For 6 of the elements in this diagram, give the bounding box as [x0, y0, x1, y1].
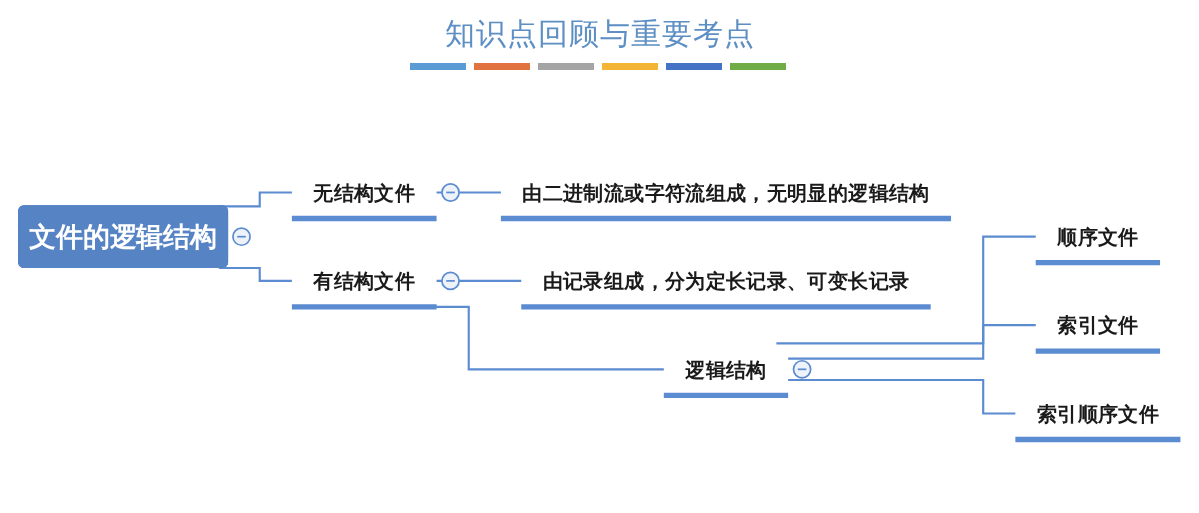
- connector: [776, 235, 1037, 345]
- connector: [788, 378, 1017, 415]
- connector: [788, 324, 1037, 360]
- connector: [436, 279, 523, 282]
- connector: [218, 266, 293, 282]
- title: 知识点回顾与重要考点: [444, 15, 755, 53]
